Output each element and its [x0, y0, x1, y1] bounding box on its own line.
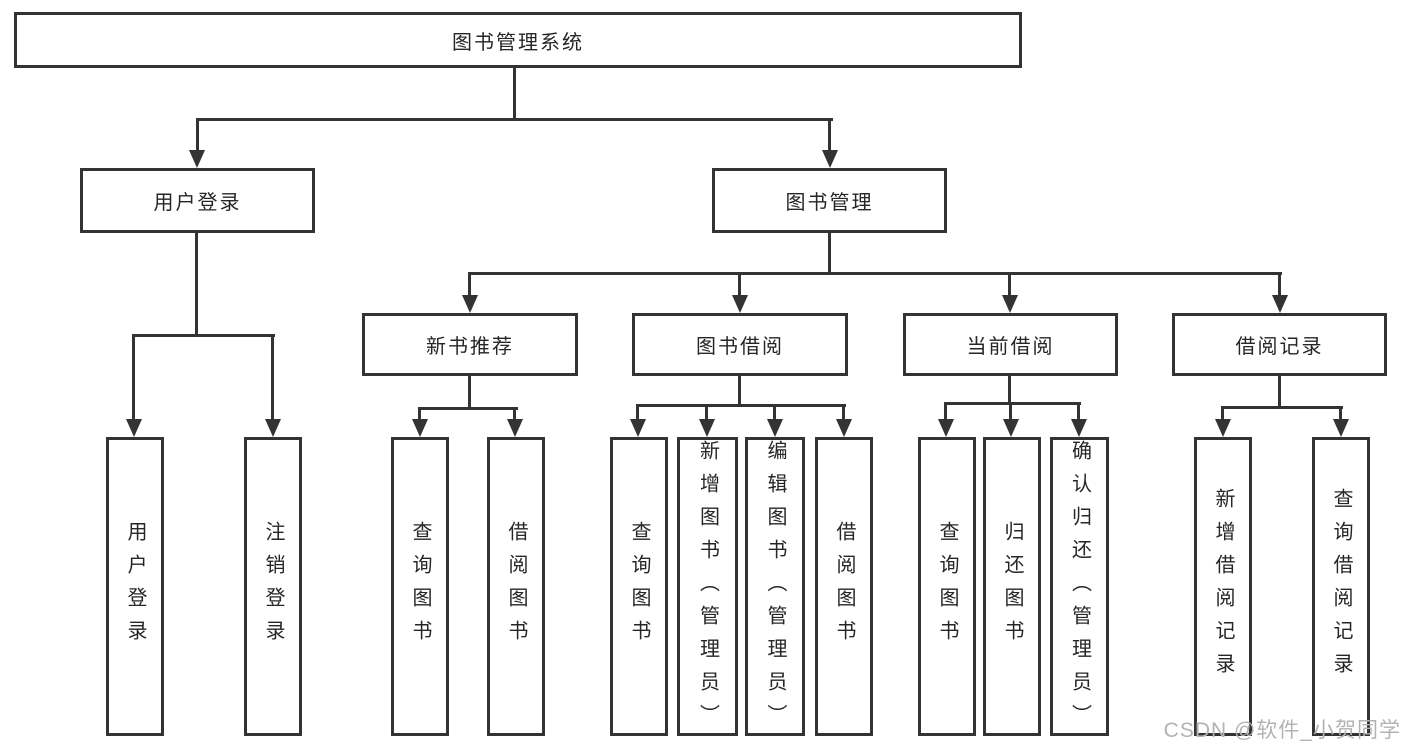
arrowhead-down-icon [1272, 295, 1288, 313]
leaf-label: 查询图书 [628, 520, 650, 653]
node-book-management: 图书管理 [712, 168, 947, 233]
connector-drop [944, 402, 947, 421]
arrowhead-down-icon [630, 419, 646, 437]
node-label: 当前借阅 [966, 336, 1055, 358]
leaf-label: 查询图书 [409, 520, 431, 653]
connector-level3-rail [468, 272, 1282, 275]
leaf-query-books-borrowing: 查询图书 [610, 437, 668, 736]
arrowhead-down-icon [1215, 419, 1231, 437]
connector-drop [271, 334, 274, 421]
arrowhead-down-icon [507, 419, 523, 437]
leaf-borrow-books-recommend: 借阅图书 [487, 437, 545, 736]
connector-drop [1221, 406, 1224, 421]
connector-recommend-stub [468, 374, 471, 410]
leaf-query-books-recommend: 查询图书 [391, 437, 449, 736]
node-current-borrowing: 当前借阅 [903, 313, 1118, 376]
connector-current-stub [1008, 374, 1011, 405]
connector-drop [132, 334, 135, 421]
connector-drop [1008, 272, 1011, 297]
arrowhead-down-icon [412, 419, 428, 437]
arrowhead-down-icon [1003, 419, 1019, 437]
connector-drop [773, 404, 776, 421]
arrowhead-down-icon [836, 419, 852, 437]
arrowhead-down-icon [767, 419, 783, 437]
node-book-borrowing: 图书借阅 [632, 313, 848, 376]
connector-user-login-stub [195, 231, 198, 337]
node-borrowing-records: 借阅记录 [1172, 313, 1387, 376]
arrowhead-down-icon [462, 295, 478, 313]
leaf-query-borrow-record: 查询借阅记录 [1312, 437, 1370, 736]
csdn-watermark: CSDN @软件_小贺同学 [1163, 719, 1401, 742]
connector-drop [738, 272, 741, 297]
connector-drop [468, 272, 471, 297]
arrowhead-down-icon [1071, 419, 1087, 437]
arrowhead-down-icon [189, 150, 205, 168]
node-label: 图书借阅 [696, 336, 784, 358]
leaf-label: 确认归还（管理员） [1068, 440, 1091, 737]
connector-book-management-stub [828, 231, 831, 275]
leaf-label: 归还图书 [1001, 520, 1023, 653]
connector-drop [418, 407, 421, 421]
arrowhead-down-icon [699, 419, 715, 437]
connector-records-stub [1278, 374, 1281, 409]
node-label: 用户登录 [153, 192, 242, 214]
leaf-add-borrow-record: 新增借阅记录 [1194, 437, 1252, 736]
arrowhead-down-icon [1002, 295, 1018, 313]
arrowhead-down-icon [1333, 419, 1349, 437]
arrowhead-down-icon [265, 419, 281, 437]
connector-drop [1278, 272, 1281, 297]
connector-drop [1339, 406, 1342, 421]
node-label: 图书管理系统 [452, 31, 584, 54]
leaf-label: 编辑图书（管理员） [764, 440, 786, 737]
arrowhead-down-icon [732, 295, 748, 313]
connector-level2-rail [196, 118, 833, 121]
leaf-label: 查询借阅记录 [1330, 487, 1352, 686]
connector-drop [513, 407, 516, 421]
connector-drop [1077, 402, 1080, 421]
node-label: 借阅记录 [1235, 336, 1324, 358]
node-user-login: 用户登录 [80, 168, 315, 233]
arrowhead-down-icon [822, 150, 838, 168]
connector-recommend-rail [418, 407, 518, 410]
leaf-borrow-books-borrowing: 借阅图书 [815, 437, 873, 736]
connector-drop [828, 118, 831, 152]
arrowhead-down-icon [938, 419, 954, 437]
connector-drop [196, 118, 199, 152]
leaf-edit-book-admin: 编辑图书（管理员） [745, 437, 805, 737]
node-label: 图书管理 [785, 192, 874, 214]
connector-records-rail [1221, 406, 1343, 409]
connector-drop [705, 404, 708, 421]
leaf-label: 用户登录 [124, 520, 146, 653]
leaf-query-books-current: 查询图书 [918, 437, 976, 736]
leaf-return-books: 归还图书 [983, 437, 1041, 736]
node-new-book-recommendation: 新书推荐 [362, 313, 578, 376]
connector-user-login-rail [133, 334, 275, 337]
leaf-logout: 注销登录 [244, 437, 302, 736]
leaf-confirm-return-admin: 确认归还（管理员） [1050, 437, 1109, 737]
leaf-user-login: 用户登录 [106, 437, 164, 736]
node-library-management-system: 图书管理系统 [14, 12, 1022, 68]
leaf-label: 借阅图书 [833, 520, 855, 653]
leaf-label: 查询图书 [936, 520, 958, 653]
connector-current-rail [944, 402, 1081, 405]
connector-root-stub [513, 66, 516, 121]
leaf-label: 注销登录 [262, 520, 284, 653]
leaf-label: 借阅图书 [505, 520, 527, 653]
node-label: 新书推荐 [426, 336, 514, 358]
connector-drop [842, 404, 845, 421]
arrowhead-down-icon [126, 419, 142, 437]
leaf-label: 新增借阅记录 [1212, 487, 1234, 686]
connector-borrowing-stub [738, 374, 741, 407]
leaf-add-book-admin: 新增图书（管理员） [677, 437, 738, 737]
connector-drop [1009, 402, 1012, 421]
leaf-label: 新增图书（管理员） [696, 440, 719, 737]
connector-borrowing-rail [636, 404, 846, 407]
connector-drop [636, 404, 639, 421]
